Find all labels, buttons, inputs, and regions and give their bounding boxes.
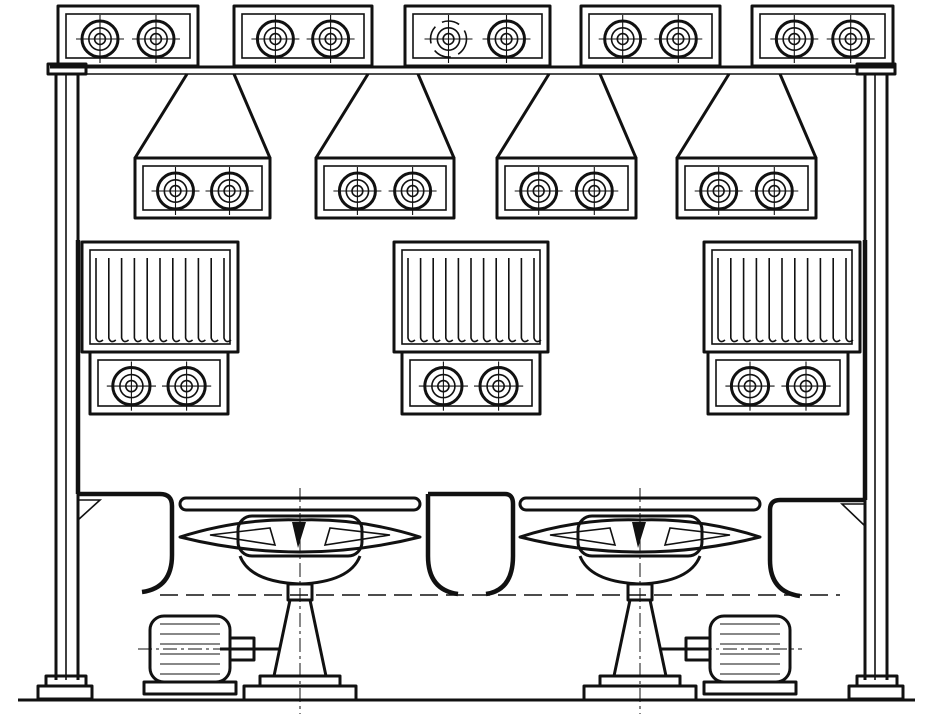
right-column bbox=[847, 62, 905, 701]
frame-walls bbox=[75, 240, 868, 500]
electric-motor bbox=[660, 614, 802, 696]
pulley-icon bbox=[388, 167, 437, 215]
pulley-icon bbox=[570, 167, 619, 215]
pulley-icon bbox=[781, 361, 831, 411]
fan-unit bbox=[400, 350, 542, 416]
fan-unit bbox=[232, 4, 374, 68]
pulley-icon bbox=[514, 167, 563, 215]
fan-unit bbox=[314, 156, 456, 220]
polishing-stations bbox=[77, 488, 866, 714]
pulley-icon bbox=[770, 15, 819, 63]
side-guards bbox=[77, 491, 866, 599]
pulley-icon bbox=[598, 15, 647, 63]
pulley-icon bbox=[151, 167, 200, 215]
radiator-group bbox=[80, 240, 862, 416]
pulley-icon bbox=[474, 361, 524, 411]
pulley-icon bbox=[162, 361, 212, 411]
pulley-icon bbox=[251, 15, 300, 63]
pulley-icon bbox=[106, 361, 156, 411]
pulley-icon bbox=[750, 167, 799, 215]
pulley-icon bbox=[725, 361, 775, 411]
polishing-station bbox=[518, 488, 802, 714]
extraction-hood bbox=[314, 73, 456, 220]
pulley-icon bbox=[132, 15, 180, 63]
pulley-icon bbox=[654, 15, 703, 63]
pulley-icon bbox=[306, 15, 355, 63]
fan-unit bbox=[56, 4, 200, 68]
fan-unit bbox=[675, 156, 818, 220]
pulley-icon bbox=[424, 15, 473, 63]
extraction-hood bbox=[133, 73, 272, 220]
pulley-icon bbox=[333, 167, 382, 215]
fan-unit bbox=[495, 156, 638, 220]
radiator-unit bbox=[80, 240, 240, 416]
pulley-icon bbox=[418, 361, 468, 411]
radiator-unit bbox=[392, 240, 550, 416]
hood-group bbox=[133, 73, 818, 220]
left-column bbox=[36, 62, 94, 701]
fan-unit bbox=[133, 156, 272, 220]
fan-unit bbox=[706, 350, 850, 416]
top-beam bbox=[50, 65, 895, 75]
top-vent-units bbox=[56, 4, 895, 68]
fan-unit bbox=[403, 4, 552, 68]
fan-unit bbox=[750, 4, 895, 68]
pulley-icon bbox=[694, 167, 743, 215]
polishing-station bbox=[138, 488, 422, 714]
pulley-icon bbox=[826, 15, 875, 63]
pulley-icon bbox=[76, 15, 124, 63]
extraction-hood bbox=[675, 73, 818, 220]
extraction-hood bbox=[495, 73, 638, 220]
electric-motor bbox=[138, 614, 280, 696]
pulley-icon bbox=[482, 15, 531, 63]
fan-unit bbox=[88, 350, 230, 416]
pulley-icon bbox=[205, 167, 254, 215]
radiator-unit bbox=[702, 240, 862, 416]
fan-unit bbox=[579, 4, 722, 68]
